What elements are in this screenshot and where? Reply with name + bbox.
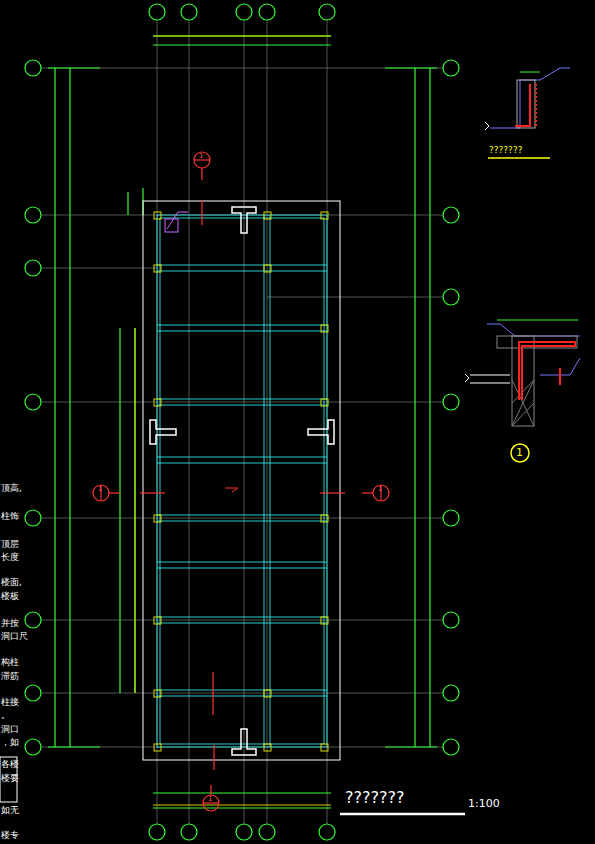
note-text: 楼专: [1, 831, 19, 840]
note-text: 楼要: [1, 774, 19, 783]
note-text: 楼面,: [1, 578, 22, 587]
note-text: 柱饰: [1, 512, 19, 521]
note-text: 各楼: [1, 760, 19, 769]
note-text: 楼板: [1, 592, 19, 601]
note-text: ，如: [1, 738, 19, 747]
title-text: 1:100: [468, 798, 500, 809]
section-number: 1: [98, 486, 102, 493]
section-number: 1: [208, 796, 212, 803]
section-number: 1: [378, 486, 382, 493]
note-text: 顶层: [1, 540, 19, 549]
note-text: 柱接: [1, 698, 19, 707]
title-text: ???????: [489, 146, 522, 155]
note-text: 并按: [1, 619, 19, 628]
section-number: 1: [199, 153, 203, 160]
title-text: 1: [516, 447, 523, 458]
note-text: 滞筋: [1, 672, 19, 681]
note-text: 。: [1, 711, 10, 720]
note-text: 洞口尺: [1, 632, 28, 641]
note-text: 长度: [1, 553, 19, 562]
note-text: 如无: [1, 806, 19, 815]
title-text: ???????: [345, 790, 404, 806]
note-text: 顶高,: [1, 484, 22, 493]
note-text: 洞口: [1, 725, 19, 734]
note-text: 构柱: [1, 658, 19, 667]
